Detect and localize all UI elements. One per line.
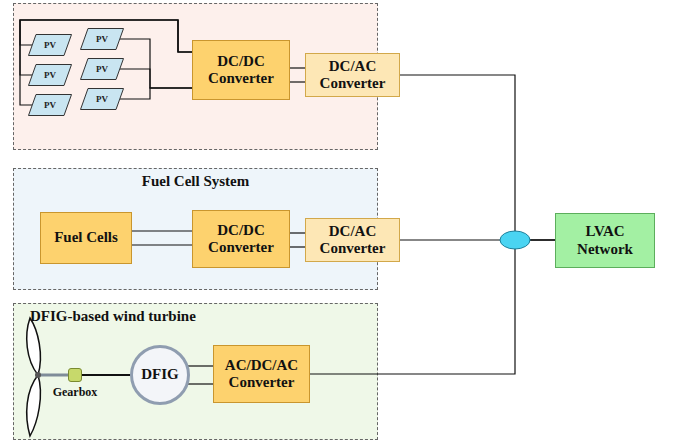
connector-line [188, 383, 213, 384]
connector [20, 20, 192, 75]
connector-line [400, 239, 555, 240]
connector [310, 240, 555, 374]
connector-line [400, 75, 555, 240]
connector [400, 75, 555, 240]
turbine-blade [27, 318, 41, 375]
connector-line [82, 374, 130, 376]
connector-line [120, 88, 192, 99]
connector-line [20, 20, 192, 52]
connector [400, 240, 555, 241]
gearbox-box: Gearbox [68, 368, 82, 382]
node-label: DFIG [137, 366, 183, 383]
connector [132, 231, 192, 245]
network-box: LVAC Network [555, 213, 655, 268]
connector [120, 88, 192, 99]
converter-box: AC/DC/AC Converter [213, 345, 310, 403]
connector-line [310, 240, 555, 374]
node-label: DC/AC Converter [306, 58, 399, 93]
pv-panel: PV [28, 34, 72, 56]
connector [20, 20, 192, 52]
node-label: Gearbox [53, 386, 98, 400]
fuel-cell-box: Fuel Cells [40, 212, 132, 264]
node-label: DC/DC Converter [193, 53, 289, 88]
connector-line [290, 232, 305, 233]
turbine-hub [35, 372, 41, 378]
connector [188, 366, 213, 384]
bus-junction [500, 231, 530, 249]
connector [120, 69, 192, 88]
pv-panel: PV [28, 64, 72, 86]
connector [290, 68, 305, 82]
node-label: AC/DC/AC Converter [214, 357, 309, 392]
group-title: Fuel Cell System [14, 173, 377, 190]
connector [120, 39, 192, 88]
converter-box: DC/AC Converter [305, 53, 400, 98]
connector-line [132, 230, 192, 231]
connector-line [120, 39, 192, 88]
pv-panel: PV [28, 94, 72, 116]
pv-panel-shape [81, 29, 124, 50]
connector-line [290, 67, 305, 68]
pv-panel-shape [81, 89, 124, 110]
panel-label: PV [44, 40, 56, 50]
connector-line [290, 81, 305, 82]
panel-label: PV [96, 94, 108, 104]
node-label: Fuel Cells [50, 229, 122, 246]
panel-label: PV [44, 100, 56, 110]
wind-turbine-region: DFIG-based wind turbineGearbox DFIG AC/DC/… [13, 303, 378, 440]
pv-panel: PV [80, 28, 124, 50]
connector-line [290, 246, 305, 247]
connector-line [188, 365, 213, 366]
converter-box: DC/AC Converter [305, 218, 400, 263]
turbine-blade [27, 375, 41, 436]
node-label: DC/AC Converter [306, 223, 399, 258]
connector-line [120, 69, 192, 88]
connector [20, 20, 192, 105]
panel-label: PV [44, 70, 56, 80]
panel-label: PV [96, 64, 108, 74]
generator-circle: DFIG [130, 345, 190, 405]
group-title: DFIG-based wind turbine [30, 308, 196, 325]
pv-panel-shape [81, 59, 124, 80]
panel-label: PV [96, 34, 108, 44]
node-label: LVAC Network [556, 223, 654, 258]
connector-line [132, 244, 192, 245]
connector [290, 233, 305, 247]
converter-box: DC/DC Converter [192, 40, 290, 100]
node-label: DC/DC Converter [193, 222, 289, 257]
pv-panel: PV [80, 88, 124, 110]
pv-panel-shape [29, 35, 72, 56]
connector-line [20, 20, 192, 75]
pv-panel-shape [29, 95, 72, 116]
connector [82, 375, 130, 376]
connector-line [20, 20, 192, 105]
pv-panel-shape [29, 65, 72, 86]
converter-box: DC/DC Converter [192, 210, 290, 268]
pv-panel: PV [80, 58, 124, 80]
turbine-shaft [38, 374, 68, 377]
